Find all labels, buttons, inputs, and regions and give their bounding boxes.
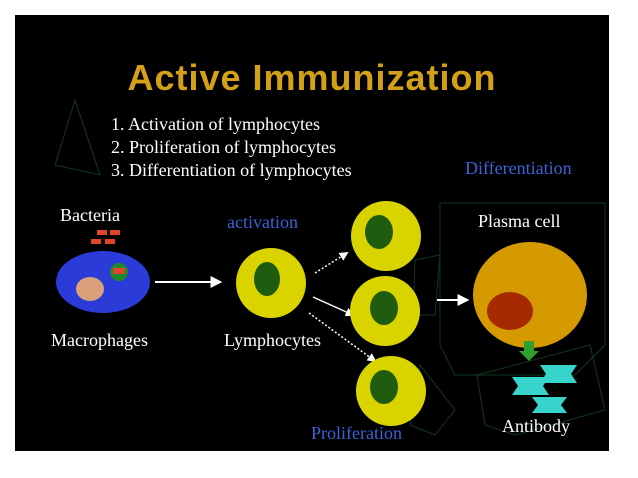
macrophage-cell [56,251,150,313]
step-item: 3. Differentiation of lymphocytes [111,160,352,180]
arrow-proliferation-middle [312,296,355,317]
page-title: Active Immunization [127,57,497,98]
lymphocytes-label: Lymphocytes [224,330,321,350]
step-item: 1. Activation of lymphocytes [111,114,320,134]
decorative-outline [439,202,606,376]
decorative-outline [476,344,606,436]
activation-label: activation [227,212,298,232]
bacteria-label: Bacteria [60,205,120,225]
bacterium [91,239,101,244]
arrow-proliferation-bottom [308,312,377,363]
engulfed-bacterium [113,268,125,274]
proliferated-lymphocyte-nucleus [370,291,398,325]
proliferated-lymphocyte-nucleus [370,370,398,404]
secretion-arrow-icon [519,341,539,361]
bacterium [110,230,120,235]
plasma-cell [473,242,587,348]
step-item: 2. Proliferation of lymphocytes [111,137,336,157]
plasma-cell-nucleus [487,292,533,330]
proliferated-lymphocyte-nucleus [365,215,393,249]
bacterium [105,239,115,244]
differentiation-label: Differentiation [465,158,572,178]
arrow-proliferation-top [314,252,349,274]
antibody-label: Antibody [502,416,571,436]
decorative-outline [54,98,101,176]
macrophages-label: Macrophages [51,330,148,350]
plasma-cell-label: Plasma cell [478,211,561,231]
macrophage-nucleus [76,277,104,301]
antibody-icon [532,397,567,413]
bacterium [97,230,107,235]
antibody-icon [512,377,549,395]
steps-list: 1. Activation of lymphocytes 2. Prolifer… [111,113,352,182]
diagram-graphics [54,98,606,436]
slide: Active Immunization 1. Activation of lym… [15,15,609,451]
lymphocyte-nucleus [254,262,280,296]
antibody-icon [540,365,577,383]
proliferation-label: Proliferation [311,423,402,443]
